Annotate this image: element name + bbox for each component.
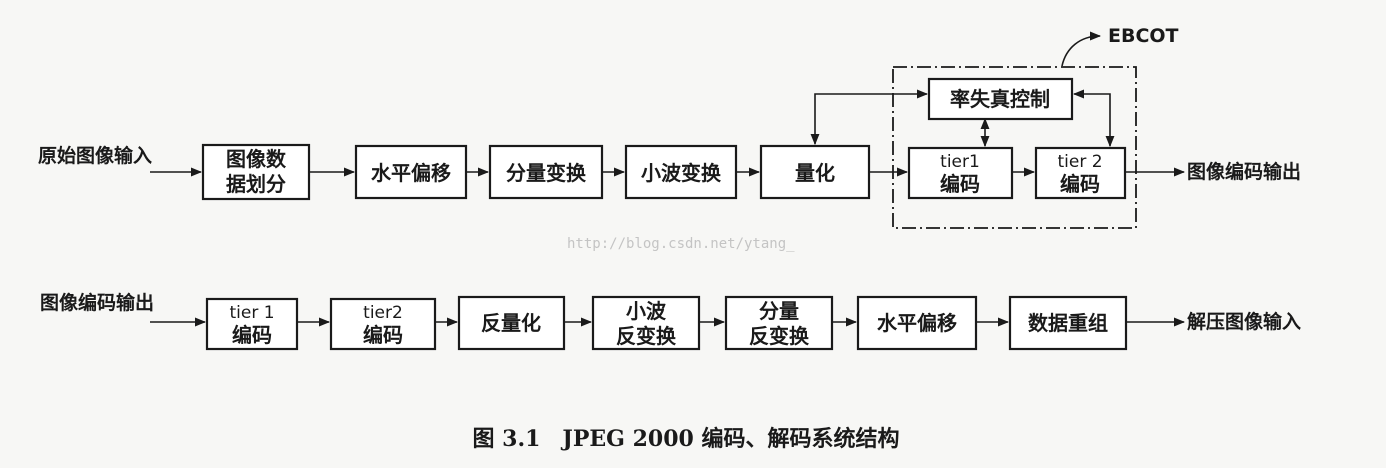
block-inverse-wavelet: 小波 反变换 xyxy=(591,295,701,351)
block-partition-line1: 图像数 xyxy=(226,147,287,171)
block-tier2: tier 2 编码 xyxy=(1034,146,1127,200)
block-component-transform-label: 分量变换 xyxy=(506,161,587,185)
block-decode-dc-shift: 水平偏移 xyxy=(856,295,978,351)
block-tier1-line2: 编码 xyxy=(940,172,980,196)
block-partition-line2: 据划分 xyxy=(226,172,286,196)
decoder-output-label: 解压图像输入 xyxy=(1187,310,1301,333)
block-rate-control-label: 率失真控制 xyxy=(950,87,1050,111)
figure-caption: 图 3.1 JPEG 2000 编码、解码系统结构 xyxy=(473,426,900,452)
block-inverse-wavelet-line2: 反变换 xyxy=(616,324,677,348)
block-dc-shift: 水平偏移 xyxy=(354,144,468,200)
block-component-transform: 分量变换 xyxy=(488,144,604,200)
block-tier1-line1: tier1 xyxy=(940,152,980,172)
ebcot-pointer xyxy=(1061,31,1102,67)
decoder-input-label: 图像编码输出 xyxy=(40,291,154,314)
block-decode-dc-shift-label: 水平偏移 xyxy=(877,311,957,335)
block-inverse-component: 分量 反变换 xyxy=(724,295,834,351)
block-decode-tier1-line1: tier 1 xyxy=(229,303,274,323)
encoder-input-label: 原始图像输入 xyxy=(38,144,152,167)
block-wavelet: 小波变换 xyxy=(624,144,738,200)
block-wavelet-label: 小波变换 xyxy=(641,161,722,185)
block-dequantize: 反量化 xyxy=(457,295,566,351)
block-decode-tier1-line2: 编码 xyxy=(232,323,272,347)
block-decode-tier2-line1: tier2 xyxy=(363,303,403,323)
block-inverse-component-line1: 分量 xyxy=(759,299,799,323)
block-tier1: tier1 编码 xyxy=(907,146,1014,200)
block-partition: 图像数 据划分 xyxy=(201,143,311,201)
block-quantize: 量化 xyxy=(759,144,871,200)
block-dequantize-label: 反量化 xyxy=(481,311,541,335)
ebcot-label: EBCOT xyxy=(1108,25,1179,47)
block-decode-tier1: tier 1 编码 xyxy=(205,297,299,351)
block-decode-tier2-line2: 编码 xyxy=(363,323,403,347)
arrow-rate-control-quantize xyxy=(810,89,929,146)
block-rate-control: 率失真控制 xyxy=(927,77,1074,121)
block-inverse-component-line2: 反变换 xyxy=(749,324,810,348)
watermark: http://blog.csdn.net/ytang_ xyxy=(567,236,795,252)
block-tier2-line1: tier 2 xyxy=(1057,152,1102,172)
block-quantize-label: 量化 xyxy=(795,161,835,185)
block-reassemble: 数据重组 xyxy=(1008,295,1128,351)
block-reassemble-label: 数据重组 xyxy=(1028,311,1108,335)
ebcot-region xyxy=(892,66,1137,229)
block-tier2-line2: 编码 xyxy=(1060,172,1100,196)
block-inverse-wavelet-line1: 小波 xyxy=(626,299,667,323)
block-dc-shift-label: 水平偏移 xyxy=(371,161,451,185)
encoder-output-label: 图像编码输出 xyxy=(1187,160,1301,183)
arrow-rate-control-tier2 xyxy=(1072,89,1115,148)
block-decode-tier2: tier2 编码 xyxy=(329,297,437,351)
